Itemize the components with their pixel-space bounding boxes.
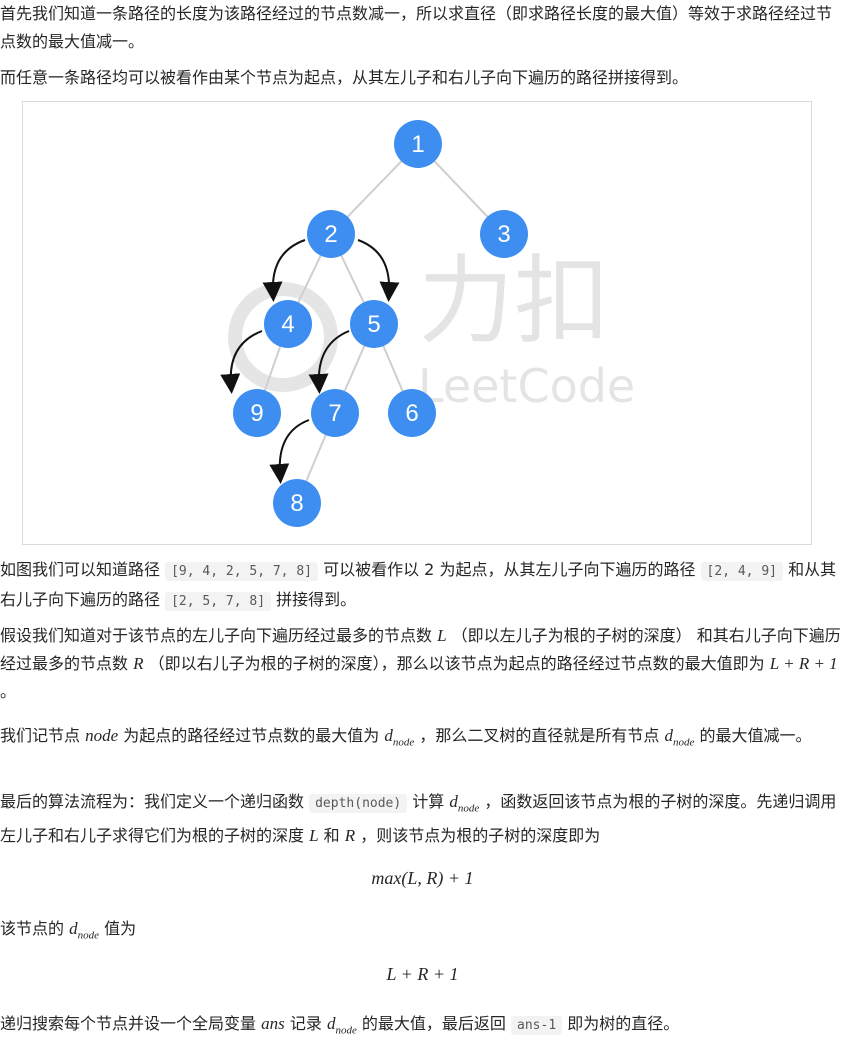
svg-text:8: 8 <box>290 490 303 517</box>
watermark-cn: 力扣 <box>418 245 610 357</box>
tree-node-4: 4 <box>264 300 312 348</box>
tree-node-6: 6 <box>388 389 436 437</box>
svg-text:1: 1 <box>411 131 424 158</box>
math-dnode-5: dnode <box>326 1014 357 1037</box>
watermark-en: LeetCode <box>418 359 635 413</box>
ans-minus-one-code: ans-1 <box>511 1016 563 1035</box>
watermark-logo-icon <box>228 282 338 392</box>
math-dnode-2: dnode <box>664 726 695 749</box>
arrow-5-to-7 <box>308 330 350 394</box>
depth-function-code: depth(node) <box>309 794 408 813</box>
binary-tree-diagram: 力扣 LeetCode <box>220 120 635 527</box>
math-L: L <box>437 626 447 645</box>
traversal-arrows <box>220 239 400 484</box>
math-R-2: R <box>344 826 356 846</box>
dnode-paragraph: 我们记节点 node 为起点的路径经过节点数的最大值为 dnode ，那么二叉树… <box>0 726 812 749</box>
svg-text:7: 7 <box>328 400 341 427</box>
math-R: R <box>133 654 144 673</box>
svg-text:4: 4 <box>281 311 294 338</box>
arrow-7-to-8 <box>269 419 310 484</box>
arrow-2-to-4 <box>262 239 306 302</box>
math-dnode: dnode <box>384 726 415 749</box>
svg-text:2: 2 <box>324 221 337 248</box>
tree-node-8: 8 <box>273 479 321 527</box>
formula-max: max(L, R) + 1 <box>371 868 474 888</box>
intro-paragraph-1: 首先我们知道一条路径的长度为该路径经过的节点数减一，所以求直径（即求路径长度的最… <box>0 4 833 51</box>
arrow-4-to-9 <box>220 330 263 394</box>
math-node: node <box>85 726 119 745</box>
leetcode-watermark: 力扣 LeetCode <box>228 245 635 413</box>
math-L-2: L <box>309 826 319 846</box>
svg-text:6: 6 <box>405 400 418 427</box>
tree-node-3: 3 <box>480 210 528 258</box>
tree-node-2: 2 <box>307 210 355 258</box>
math-dnode-3: dnode <box>449 792 480 815</box>
svg-text:9: 9 <box>250 400 263 427</box>
arrow-2-to-5 <box>357 239 400 302</box>
intro-paragraph-2: 而任意一条路径均可以被看作由某个节点为起点，从其左儿子和右儿子向下遍历的路径拼接… <box>0 68 689 87</box>
tree-nodes: 1 2 3 4 5 9 7 6 8 <box>233 120 528 527</box>
assumption-paragraph: 假设我们知道对于该节点的左儿子向下遍历经过最多的节点数 L （即以左儿子为根的子… <box>0 626 841 701</box>
svg-text:5: 5 <box>367 311 380 338</box>
tree-node-9: 9 <box>233 389 281 437</box>
math-ans: ans <box>261 1014 285 1033</box>
tree-node-5: 5 <box>350 300 398 348</box>
tree-node-1: 1 <box>394 120 442 168</box>
formula-sum: L + R + 1 <box>386 964 459 984</box>
final-paragraph: 递归搜索每个节点并设一个全局变量 ans 记录 dnode 的最大值，最后返回 … <box>0 1014 680 1037</box>
path-code-left: [2, 4, 9] <box>700 562 783 581</box>
algorithm-paragraph: 最后的算法流程为：我们定义一个递归函数 depth(node) 计算 dnode… <box>0 792 837 846</box>
math-lr1: L + R + 1 <box>769 654 838 673</box>
path-code-right: [2, 5, 7, 8] <box>165 592 272 611</box>
tree-node-7: 7 <box>311 389 359 437</box>
binary-tree-figure: 力扣 LeetCode <box>22 101 812 545</box>
path-code-full: [9, 4, 2, 5, 7, 8] <box>165 562 318 581</box>
node-value-paragraph: 该节点的 dnode 值为 <box>0 919 137 942</box>
math-dnode-4: dnode <box>69 919 99 942</box>
svg-text:3: 3 <box>497 221 510 248</box>
example-paragraph: 如图我们可以知道路径 [9, 4, 2, 5, 7, 8] 可以被看作以 2 为… <box>0 560 837 611</box>
